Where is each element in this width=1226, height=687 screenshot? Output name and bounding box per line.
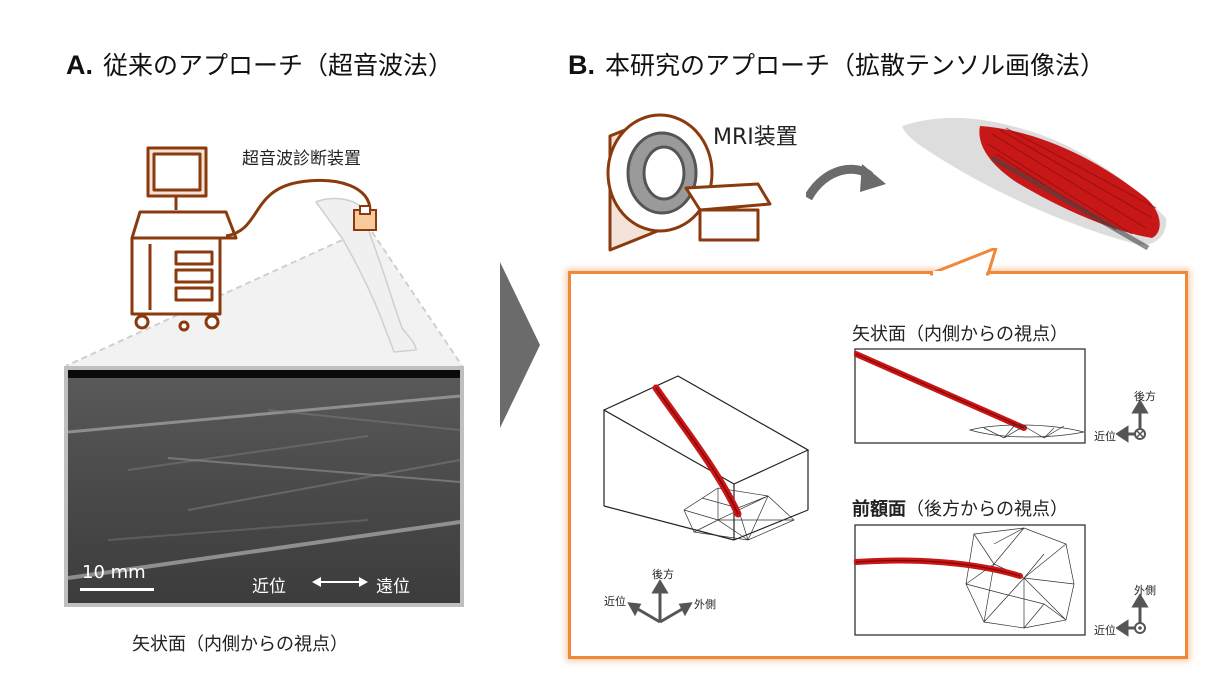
frontal-caption-bold: 前額面: [852, 499, 906, 520]
double-arrow-icon: [312, 577, 368, 587]
direction-far: 遠位: [376, 577, 410, 597]
frontal-view: [854, 524, 1086, 636]
panel-b-letter: B.: [568, 50, 595, 80]
panel-a-title: A. 従来のアプローチ（超音波法）: [66, 46, 453, 82]
scale-bar: [80, 588, 154, 591]
axis-frontal-left: 近位: [1094, 624, 1116, 637]
axes-3d-icon: [627, 579, 693, 624]
panel-a-letter: A.: [66, 50, 93, 80]
axis-3d-left: 近位: [604, 595, 626, 608]
ultrasound-image: [64, 366, 464, 607]
ultrasound-texture: [68, 370, 460, 603]
transition-arrow-icon: [500, 262, 540, 428]
fiber-3d-view: [602, 375, 810, 541]
panel-b-title: B. 本研究のアプローチ（拡散テンソル画像法）: [568, 46, 1105, 82]
frontal-caption-rest: （後方からの視点）: [906, 499, 1068, 520]
sagittal-view: [854, 348, 1086, 444]
axes-sagittal-icon: [1116, 399, 1149, 443]
direction-near: 近位: [252, 577, 286, 597]
panel-b-title-text: 本研究のアプローチ（拡散テンソル画像法）: [605, 51, 1106, 80]
axis-3d-up: 後方: [652, 568, 674, 581]
ultrasound-machine-icon: [130, 146, 238, 332]
axis-sagittal-up: 後方: [1134, 390, 1156, 403]
scale-label: 10 mm: [82, 562, 146, 583]
ultrasound-probe-icon: [353, 205, 377, 231]
device-label: 超音波診断装置: [242, 149, 361, 169]
curved-arrow-icon: [806, 164, 886, 201]
frontal-caption: 前額面（後方からの視点）: [852, 495, 1068, 521]
callout-pointer: [930, 248, 998, 276]
axis-sagittal-left: 近位: [1094, 430, 1116, 443]
probe-cable: [225, 178, 372, 238]
panel-a-title-text: 従来のアプローチ（超音波法）: [103, 51, 454, 80]
ultrasound-illustration: [65, 146, 463, 367]
mri-label: MRI装置: [713, 125, 798, 150]
sagittal-caption: 矢状面（内側からの視点）: [852, 324, 1068, 345]
axes-frontal-icon: [1116, 593, 1149, 637]
axis-3d-right: 外側: [694, 598, 716, 611]
axis-frontal-up: 外側: [1134, 584, 1156, 597]
panel-a-view-caption: 矢状面（内側からの視点）: [132, 634, 348, 655]
muscle-fiber-render: [902, 117, 1167, 251]
mri-machine-icon: [606, 113, 772, 252]
